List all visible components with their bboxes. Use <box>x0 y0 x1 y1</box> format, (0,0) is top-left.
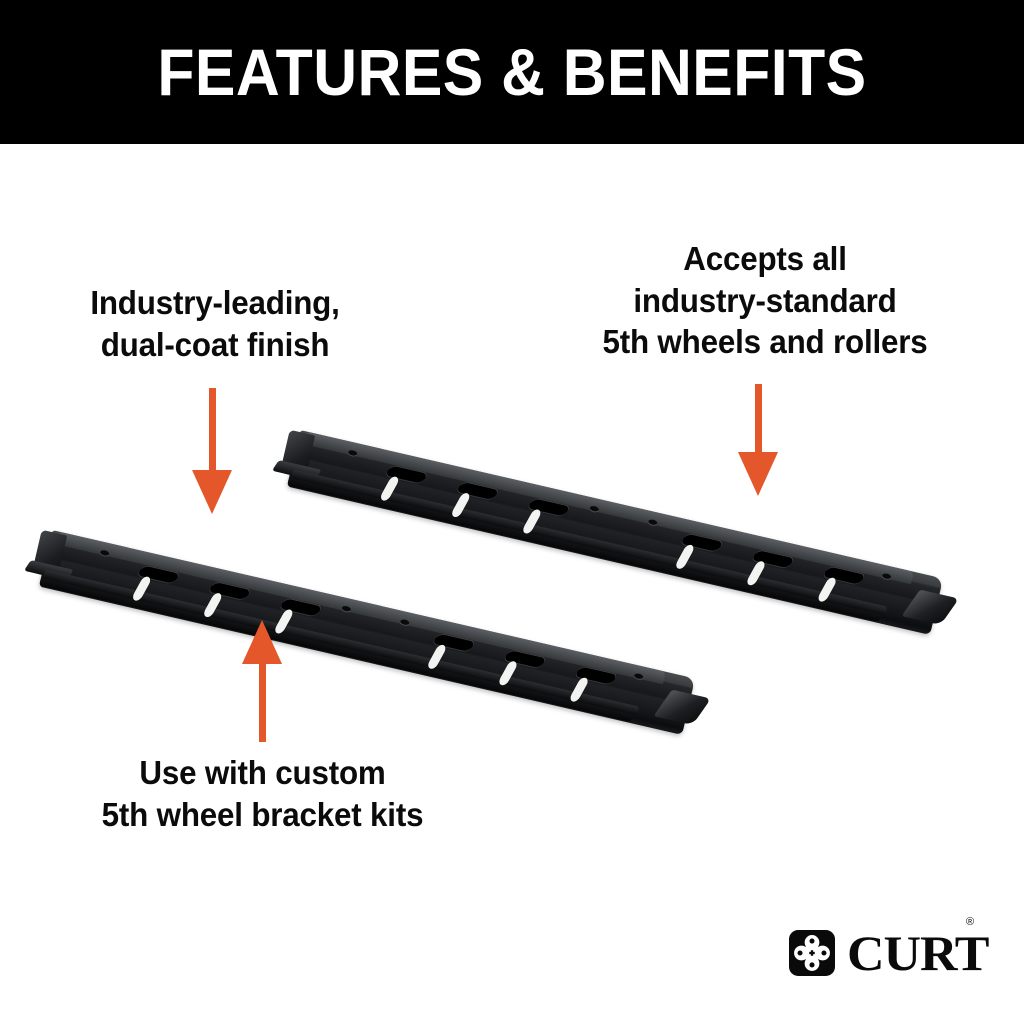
arrow-shaft <box>754 384 762 458</box>
callout-line: dual-coat finish <box>100 325 330 363</box>
fifth-wheel-rail-upper <box>271 429 960 635</box>
curt-clover-logo-icon <box>789 930 835 976</box>
callout-industry-leading-dual-coat-finish: Industry-leading, dual-coat finish <box>20 282 410 365</box>
callout-line: Accepts all <box>683 240 847 277</box>
rail-top-slot <box>136 564 182 584</box>
rail-top-slot <box>384 464 430 484</box>
arrow-down-icon <box>190 388 234 514</box>
rail-hole <box>881 572 892 580</box>
arrow-shaft <box>258 658 266 742</box>
registered-trademark-symbol: ® <box>966 916 975 928</box>
rail-hole <box>99 549 110 557</box>
rail-hole <box>341 605 352 613</box>
rail-hole <box>399 618 410 626</box>
callout-line: industry-standard <box>633 281 897 319</box>
brand-logo: CURT <box>789 925 989 981</box>
rail-body <box>38 530 696 735</box>
rail-top-slot <box>750 549 796 569</box>
rail-left-mounting-foot <box>23 560 74 581</box>
arrow-up-icon <box>240 620 284 742</box>
rail-top-slot <box>207 581 253 601</box>
callout-line: 5th wheel bracket kits <box>101 795 424 833</box>
rail-face-slot <box>816 576 838 603</box>
rail-hole <box>647 518 658 526</box>
rail-hole <box>633 672 644 680</box>
rail-hole <box>347 449 358 457</box>
callout-line: 5th wheels and rollers <box>602 323 928 361</box>
arrow-head <box>242 620 282 664</box>
callout-accepts-industry-standard: Accepts all industry-standard 5th wheels… <box>528 238 1003 363</box>
rail-top-slot <box>573 665 619 685</box>
rail-top-slot <box>278 597 324 617</box>
rail-face-slot <box>130 575 153 602</box>
header-band: FEATURES & BENEFITS <box>0 0 1024 144</box>
rail-face-slot <box>497 660 519 687</box>
rail-top-face <box>302 431 914 585</box>
rail-left-end-cap <box>31 529 68 579</box>
rail-right-end-cap <box>901 589 960 626</box>
page-title: FEATURES & BENEFITS <box>157 35 867 109</box>
arrow-down-icon <box>736 384 780 496</box>
rail-left-mounting-foot <box>271 460 322 481</box>
arrow-shaft <box>208 388 216 476</box>
rail-face-slot <box>426 643 448 671</box>
rail-body <box>286 430 944 635</box>
callout-line: Use with custom <box>139 754 386 791</box>
rail-right-end-cap <box>653 689 712 726</box>
rail-face-slot <box>674 543 696 571</box>
rail-face-slot <box>568 676 590 703</box>
arrow-head <box>738 452 778 496</box>
arrow-head <box>192 470 232 514</box>
rail-left-end-cap <box>279 429 316 479</box>
rail-top-slot <box>679 532 725 552</box>
rail-hole <box>589 505 600 513</box>
brand-wordmark: CURT <box>847 925 989 981</box>
rail-face-slot <box>450 491 472 519</box>
rail-top-slot <box>455 481 501 501</box>
rail-top-slot <box>821 565 867 585</box>
fifth-wheel-rail-lower <box>23 529 712 735</box>
rail-lower-lip <box>42 569 640 716</box>
callout-use-with-custom-bracket-kits: Use with custom 5th wheel bracket kits <box>46 752 478 835</box>
rail-face-slot <box>745 560 767 587</box>
rail-face-slot <box>378 475 401 502</box>
rail-top-face <box>54 531 666 685</box>
rail-lower-flange <box>287 477 882 623</box>
rail-top-slot <box>502 649 548 669</box>
rail-face-slot <box>202 591 224 619</box>
rail-face-slot <box>521 508 543 535</box>
rail-lower-flange <box>39 577 634 723</box>
rail-lower-lip <box>290 469 888 616</box>
rail-top-slot <box>526 497 572 517</box>
callout-line: Industry-leading, <box>90 284 340 321</box>
rail-top-slot <box>431 632 477 652</box>
